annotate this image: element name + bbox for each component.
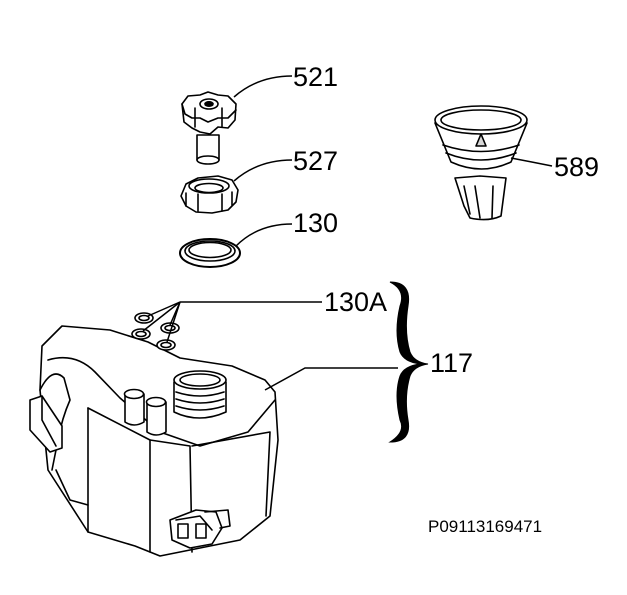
gasket-part-130 <box>179 238 241 268</box>
knob-part-521 <box>181 91 237 165</box>
brace-117 <box>388 281 429 443</box>
reference-code: P09113169471 <box>428 517 543 536</box>
label-521: 521 <box>293 62 339 92</box>
label-130: 130 <box>293 208 339 238</box>
label-117: 117 <box>430 348 474 378</box>
label-130A: 130A <box>324 287 388 317</box>
leader-lines <box>142 75 553 391</box>
reservoir-part-117 <box>29 325 279 557</box>
label-527: 527 <box>293 146 339 176</box>
label-589: 589 <box>554 152 600 182</box>
seals-part-130A <box>131 312 180 351</box>
nut-part-527 <box>180 175 239 214</box>
funnel-part-589 <box>434 105 528 221</box>
